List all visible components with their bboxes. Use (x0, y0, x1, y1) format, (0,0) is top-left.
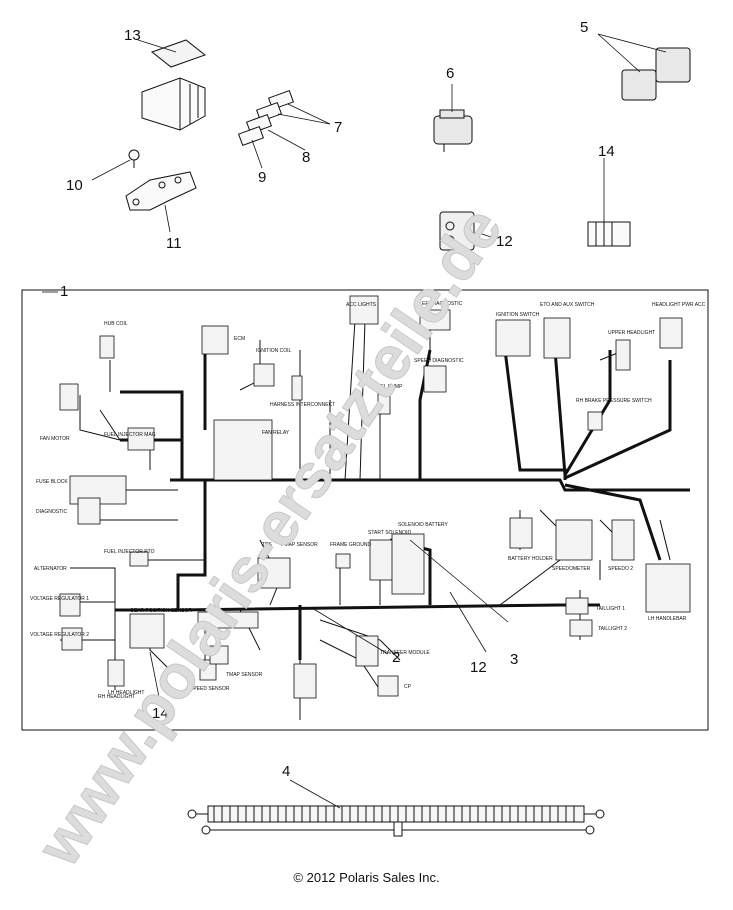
callout-1: 1 (60, 283, 68, 300)
label-ecm: ECM (234, 336, 245, 342)
label-tmap-sensor-2: TMAP SENSOR (226, 672, 263, 678)
label-eto-aux-switch: ETO AND AUX SWITCH (540, 302, 595, 308)
callout-14-lower: 14 (152, 705, 169, 722)
label-transfer-module: TRANSFER MODULE (380, 650, 430, 656)
label-fuel-pump: FUEL PUMP (374, 384, 403, 390)
callout-5: 5 (580, 19, 588, 36)
callout-11: 11 (166, 235, 182, 252)
callout-7: 7 (334, 119, 342, 136)
label-rh-headlight: RH HEADLIGHT (98, 694, 135, 700)
harness-text-labels: HUB COIL FAN MOTOR FUEL INJECTOR MAG FUS… (30, 301, 706, 700)
label-harness-interconnect: HARNESS INTERCONNECT (270, 402, 335, 408)
leader-4 (289, 779, 341, 809)
callout-9: 9 (258, 169, 266, 186)
callout-3: 3 (510, 651, 518, 668)
label-gear-position-sensor: GEAR POSITION SENSOR (130, 608, 192, 614)
label-start-solenoid: START SOLENOID (368, 530, 411, 536)
label-ignition-coil: IGNITION COIL (256, 348, 292, 354)
callout-6: 6 (446, 65, 454, 82)
callout-12-top: 12 (496, 233, 513, 250)
leader-11 (164, 204, 171, 233)
label-efi-diagnostic: EFI DIAGNOSTIC (422, 301, 463, 307)
harness-frame (21, 289, 709, 731)
part-6-sensor (433, 109, 473, 152)
label-battery-holder: BATTERY HOLDER (508, 556, 553, 562)
leaders-2-3-12-14 (149, 539, 509, 703)
callout-10: 10 (66, 177, 83, 194)
label-voltage-regulator-2: VOLTAGE REGULATOR 2 (30, 632, 89, 638)
part-11-bracket (125, 171, 197, 211)
part-7-8-9-terminals (237, 89, 295, 147)
label-fuel-injector-pto: FUEL INJECTOR PTO (104, 549, 155, 555)
part-10-screw (128, 149, 140, 168)
label-tps: TPS (262, 542, 272, 548)
callout-numbers: 13 6 5 7 8 9 10 11 14 12 1 2 3 12 14 4 (60, 19, 615, 780)
part-13-label-and-connector (141, 39, 207, 131)
label-alternator: ALTERNATOR (34, 566, 67, 572)
harness-connectors (59, 295, 691, 699)
label-lh-headlight: LH HEADLIGHT (108, 690, 144, 696)
label-speed-sensor: SPEED SENSOR (190, 686, 230, 692)
label-frame-ground: FRAME GROUND (330, 542, 372, 548)
label-lh-handlebar: LH HANDLEBAR (648, 616, 687, 622)
watermark: www.polaris-ersatzteile.de (24, 196, 516, 879)
label-speedo-2: SPEEDO 2 (608, 566, 633, 572)
label-headlight-pwr-acc: HEADLIGHT PWR ACC (652, 302, 706, 308)
leader-12-top (475, 231, 495, 239)
label-fuse-block: FUSE BLOCK (36, 479, 68, 485)
label-fuel-injector-mag: FUEL INJECTOR MAG (104, 432, 156, 438)
leaders-5 (597, 33, 667, 73)
leader-10 (91, 159, 131, 181)
label-upper-headlight: UPPER HEADLIGHT (608, 330, 655, 336)
label-hub-coil: HUB COIL (104, 321, 128, 327)
leader-13 (137, 39, 177, 53)
leaders-7-8-9 (251, 103, 331, 169)
label-speed-diagnostic: SPEED DIAGNOSTIC (414, 358, 464, 364)
copyright-footer: © 2012 Polaris Sales Inc. (293, 870, 440, 885)
callout-12-lower: 12 (470, 659, 487, 676)
label-diagnostic: DIAGNOSTIC (36, 509, 68, 515)
part-5-relays (621, 47, 691, 101)
label-rh-brake-switch: RH BRAKE PRESSURE SWITCH (576, 398, 652, 404)
label-fan-motor: FAN MOTOR (40, 436, 70, 442)
label-taillight-1: TAILLIGHT 1 (596, 606, 625, 612)
label-voltage-regulator-1: VOLTAGE REGULATOR 1 (30, 596, 89, 602)
callout-14-top: 14 (598, 143, 615, 160)
label-solenoid-battery: SOLENOID BATTERY (398, 522, 448, 528)
label-fan-relay: FAN RELAY (262, 430, 290, 436)
callout-4: 4 (282, 763, 290, 780)
part-14-connector (587, 221, 631, 247)
label-acc-lights: ACC LIGHTS (346, 302, 377, 308)
part-4-cable (187, 805, 605, 837)
label-tmap-sensor: T-MAP SENSOR (280, 542, 318, 548)
callout-13: 13 (124, 27, 141, 44)
label-taillight-2: TAILLIGHT 2 (598, 626, 627, 632)
label-cp: CP (404, 684, 412, 690)
callout-8: 8 (302, 149, 310, 166)
callout-2: 2 (392, 649, 400, 666)
part-12-relay (439, 211, 475, 251)
label-ignition-switch: IGNITION SWITCH (496, 312, 540, 318)
label-speedometer: SPEEDOMETER (552, 566, 591, 572)
